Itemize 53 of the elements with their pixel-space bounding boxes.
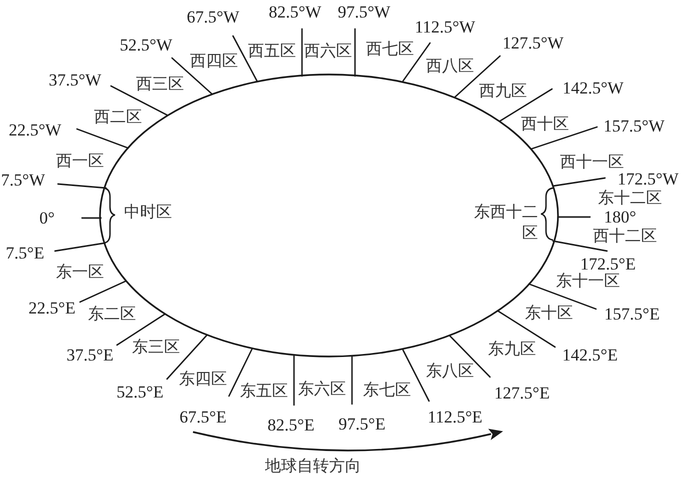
longitude-label: 180° [604,208,636,226]
time-zone-label: 东十二区 [598,191,662,207]
time-zone-label: 西六区 [304,44,352,60]
time-zone-label: 东六区 [298,382,346,398]
longitude-label: 82.5°E [268,416,314,434]
time-zone-label: 西一区 [56,154,104,170]
longitude-label: 67.5°E [180,408,226,426]
time-zone-label: 西四区 [190,54,238,70]
time-zone-label: 西十二区 [593,229,657,245]
longitude-label: 52.5°E [116,384,164,400]
longitude-label: 67.5°W [186,8,240,26]
time-zone-label: 西三区 [136,77,184,93]
time-zone-label: 东十一区 [556,274,620,290]
time-zone-label: 东西十二区 [474,203,538,244]
longitude-label: 172.5°W [617,170,679,188]
longitude-label: 97.5°E [338,416,386,432]
arrow-caption: 地球自转方向 [265,459,361,475]
longitude-label: 142.5°E [562,346,618,364]
time-zone-label: 西十一区 [560,155,624,171]
time-zone-label: 东二区 [88,307,136,323]
longitude-label: 127.5°W [502,34,564,52]
time-zone-label: 东五区 [240,384,288,400]
time-zone-label: 西二区 [94,110,142,126]
time-zone-label: 中时区 [124,205,172,221]
longitude-label: 112.5°E [428,408,482,426]
longitude-label: 0° [39,210,55,226]
time-zone-label: 东九区 [488,342,536,358]
time-zone-label: 西五区 [248,44,296,60]
longitude-label: 157.5°E [604,306,660,322]
longitude-label: 37.5°W [48,72,102,88]
time-zone-label: 东一区 [56,265,104,281]
longitude-label: 52.5°W [120,36,172,54]
longitude-label: 157.5°W [603,118,665,134]
longitude-label: 22.5°W [8,122,62,138]
time-zone-label: 东七区 [363,383,411,399]
longitude-label: 172.5°E [580,256,636,272]
longitude-label: 127.5°E [494,384,550,402]
time-zone-label: 东三区 [132,340,180,356]
longitude-label: 7.5°W [0,172,46,188]
time-zone-label: 西十区 [521,117,569,133]
longitude-label: 37.5°E [66,346,114,364]
time-zone-label: 西八区 [426,59,474,75]
longitude-label: 112.5°W [414,18,476,36]
time-zone-label: 东十区 [525,306,573,322]
time-zone-label: 东四区 [179,372,227,388]
longitude-label: 82.5°W [268,4,322,20]
longitude-label: 7.5°E [6,244,44,262]
time-zone-label: 西九区 [479,84,527,100]
longitude-label: 22.5°E [28,300,76,316]
time-zone-label: 东八区 [426,364,474,380]
longitude-label: 142.5°W [562,80,624,96]
time-zone-label: 西七区 [366,42,414,58]
longitude-label: 97.5°W [338,4,390,20]
